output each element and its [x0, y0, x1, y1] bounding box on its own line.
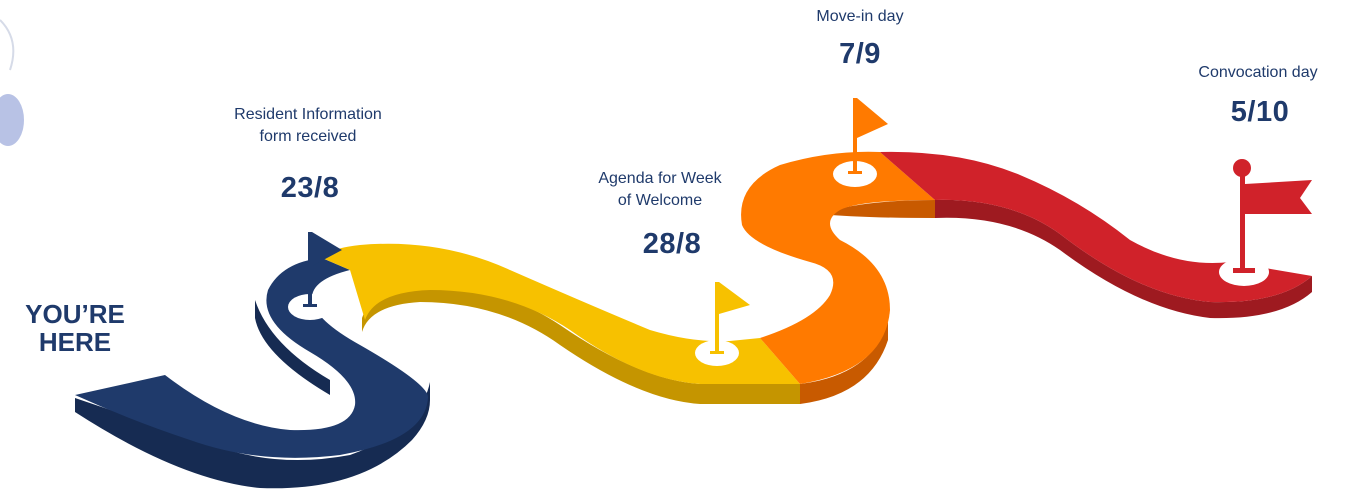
start-marker-line1: YOU’RE	[25, 299, 125, 329]
flag-marker-1	[288, 232, 342, 320]
flag-icon	[312, 232, 342, 266]
finish-flag-marker	[1219, 159, 1312, 286]
road-segment-red	[880, 151, 1312, 319]
start-marker: YOU’RE HERE	[10, 300, 140, 356]
milestone-2-date: 28/8	[642, 228, 702, 260]
milestone-1-label-line1: Resident Information	[234, 106, 382, 123]
milestone-1-label-line2: form received	[259, 128, 357, 145]
start-marker-line2: HERE	[38, 327, 112, 357]
decorative-sketch-icon	[0, 19, 24, 146]
flag-icon	[719, 282, 750, 314]
flag-marker-2	[695, 282, 750, 366]
milestone-3-label-line1: Move-in day	[816, 8, 904, 25]
road-segment-orange	[741, 151, 935, 404]
finish-flag-icon	[1245, 180, 1312, 214]
milestone-4-label-line1: Convocation day	[1198, 64, 1318, 81]
milestone-2-label-line2: of Welcome	[617, 192, 703, 209]
flag-marker-3	[833, 98, 888, 187]
milestone-4-date: 5/10	[1230, 96, 1290, 128]
road-segment-yellow	[322, 243, 800, 404]
milestone-1-date: 23/8	[280, 172, 340, 204]
milestone-4-label: Convocation day	[1160, 62, 1351, 84]
milestone-1-label: Resident Information form received	[190, 104, 426, 148]
milestone-2-label: Agenda for Week of Welcome	[560, 168, 760, 212]
milestone-2-label-line1: Agenda for Week	[598, 170, 722, 187]
road-segment-navy	[75, 258, 430, 489]
milestone-3-label: Move-in day	[770, 6, 950, 28]
flag-icon	[857, 98, 888, 138]
milestone-3-date: 7/9	[839, 38, 881, 70]
